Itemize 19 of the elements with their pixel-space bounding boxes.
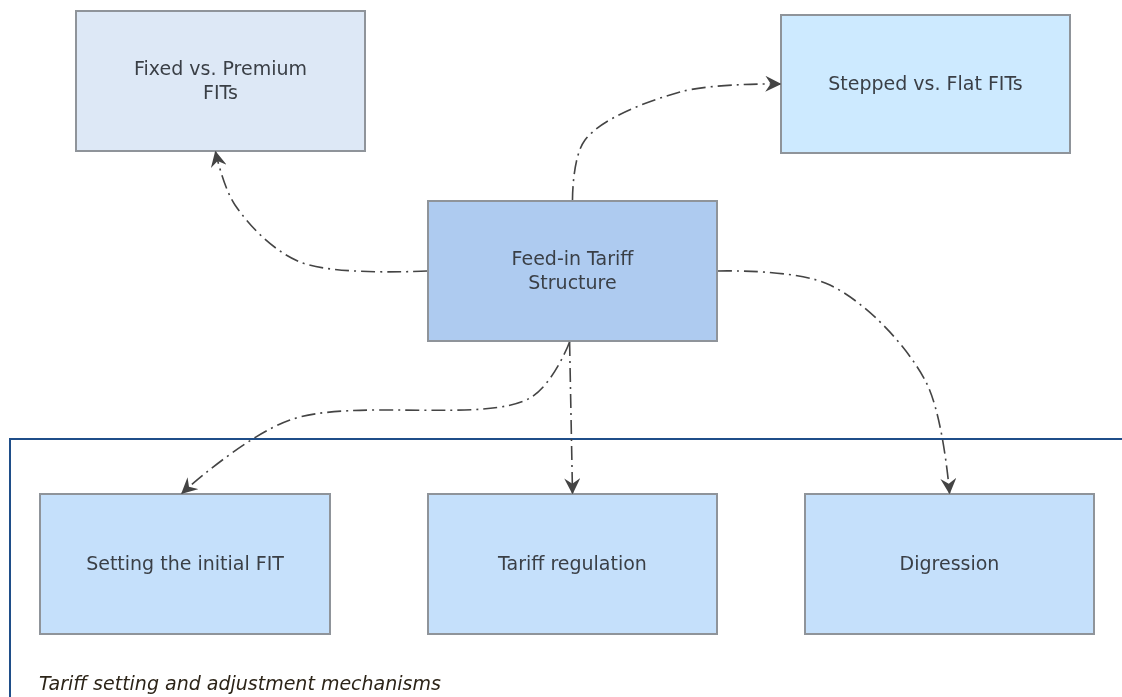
arrow	[211, 150, 428, 273]
process-box	[75, 10, 366, 152]
group-frame	[9, 438, 1122, 697]
arrow	[717, 270, 957, 495]
process-box	[39, 493, 331, 635]
arrow	[564, 341, 581, 495]
group-caption: Tariff setting and adjustment mechanisms	[39, 672, 441, 694]
box-label: Setting the initial FIT	[86, 552, 284, 576]
box-label: Tariff regulation	[498, 552, 647, 576]
process-box	[427, 200, 718, 342]
box-label: Feed-in Tariff Structure	[510, 247, 635, 295]
process-box	[427, 493, 718, 635]
process-box	[804, 493, 1095, 635]
process-box	[780, 14, 1071, 154]
box-label: Digression	[899, 552, 1000, 576]
arrow	[181, 341, 571, 494]
box-label: Fixed vs. Premium FITs	[132, 57, 308, 105]
box-label: Stepped vs. Flat FITs	[828, 72, 1023, 96]
arrow	[571, 75, 782, 201]
